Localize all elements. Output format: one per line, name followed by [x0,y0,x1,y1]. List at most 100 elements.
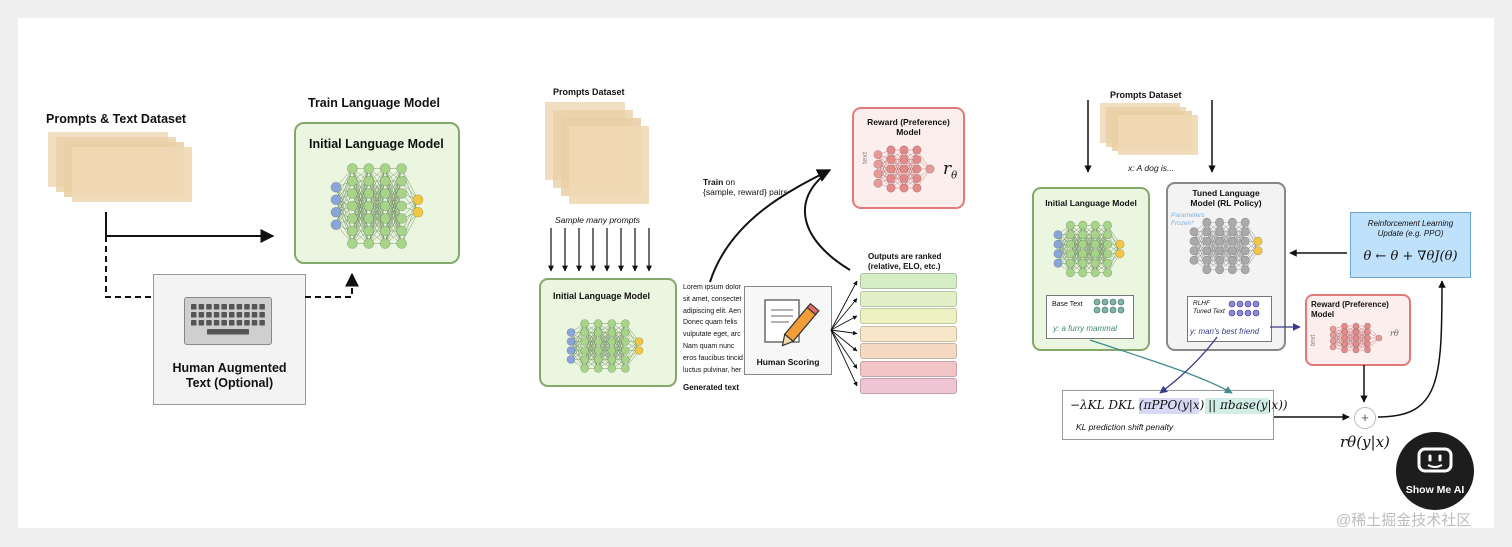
nn-node [580,364,589,373]
nn-node [363,238,375,249]
nn-node [1090,258,1100,268]
watermark-badge-text: Show Me AI [1405,484,1465,496]
keyboard-key [229,312,235,318]
keyboard-key [251,312,258,318]
stage3-tuned-net [1189,217,1263,275]
nn-node [1202,236,1212,246]
nn-node [621,328,630,337]
keyboard-key [259,304,265,310]
nn-node [1065,239,1075,249]
nn-node [347,188,358,199]
keyboard-key [236,312,243,318]
stage1-dashed-to-human [105,236,152,298]
nn-node [396,200,407,212]
keyboard-key [191,304,197,310]
nn-node [379,175,391,187]
robot-icon [1417,447,1453,473]
token-dot [1101,298,1109,306]
nn-node [412,206,424,218]
nn-node [1240,217,1250,227]
keyboard-key [221,312,227,318]
stage3-reward-model-label: Reward (Preference) Model [1311,300,1389,319]
nn-node [1240,265,1250,275]
nn-node [1202,217,1212,227]
keyboard-key [213,320,220,326]
stage2-reward-net [873,145,935,193]
nn-node [1090,249,1100,259]
stage3-tuned-model-label: Tuned Language Model (RL Policy) [1190,188,1262,208]
token-dot [1244,309,1252,317]
nn-node [912,164,922,174]
nn-node [899,164,909,174]
nn-node [1065,258,1075,268]
keyboard-key [259,320,265,326]
token-dot [1244,300,1252,308]
keyboard-key [244,304,250,310]
nn-node [1202,227,1212,237]
nn-node [1090,268,1100,278]
nn-node [1240,236,1250,246]
stage2-train-on-label: Train on {sample, reward} pairs [703,177,788,197]
nn-node [925,164,935,174]
keyboard-key [221,320,227,326]
scoring-arrow [830,329,858,352]
generated-text-line: luctus pulvinar, her [683,366,742,374]
stage3-reward-model-box: Reward (Preference) Model text rθ [1305,294,1411,366]
keyboard-key [229,320,235,326]
stage3-kl-caption: KL prediction shift penalty [1076,422,1174,432]
nn-node [363,188,375,199]
nn-node [1103,268,1113,278]
nn-node [396,225,407,237]
nn-node [1215,246,1225,256]
nn-node [873,150,883,160]
stage2-neural-net [566,319,644,373]
keyboard-key [229,304,235,310]
nn-node [347,175,358,187]
scoring-arrow [830,280,858,331]
token-dot [1109,298,1117,306]
stage3-frozen-label: Parameters Frozen* [1171,212,1205,227]
nn-node [886,164,896,174]
ranked-output-bar [860,378,957,394]
nn-node [607,355,617,364]
stage1-human-text-label: Human Augmented Text (Optional) [172,361,287,390]
nn-node [580,346,589,355]
nn-node [1375,334,1383,342]
stage3-teal-arrow [1089,339,1233,394]
stage3-purple-arrow-kl [1159,336,1218,394]
token-dot [1101,306,1109,314]
nn-node [1115,249,1125,259]
nn-node [634,346,644,355]
stage3-initial-model-label: Initial Language Model [1045,198,1137,208]
nn-node [1329,343,1337,351]
stage2-generated-label: Generated text [683,383,740,392]
stage2-dataset-stack [545,102,655,212]
ranked-output-bar [860,360,957,377]
keyboard-icon [184,297,272,345]
stage3-tuned-model-box: Tuned Language Model (RL Policy) Paramet… [1166,182,1286,351]
stage3-rl-update-formula: θ ← θ + ∇θJ(θ) [1363,249,1458,264]
nn-node [1103,220,1113,230]
stage3-dataset-stack [1100,103,1200,158]
stage3-initial-model-box: Initial Language Model Base Text y: a fu… [1032,187,1150,351]
nn-node [379,200,391,212]
scoring-arrow [830,329,858,369]
stage1-neural-net [330,163,424,249]
nn-node [330,181,342,193]
nn-node [1240,246,1250,256]
nn-node [1253,246,1263,256]
nn-node [873,169,883,179]
nn-node [607,328,617,337]
stage3-rlhf-label: RLHF Tuned Text [1193,300,1225,315]
nn-node [1215,265,1225,275]
generated-text-line: Lorem ipsum dolor [683,284,741,291]
nn-node [1053,239,1063,249]
stage2-outputs-label: Outputs are ranked(relative, ELO, etc.) [868,252,942,271]
nn-node [363,225,375,237]
nn-node [593,319,603,328]
stage2-sample-arrows [548,228,652,272]
nn-node [621,346,630,355]
nn-node [347,238,358,249]
nn-node [1115,239,1125,249]
